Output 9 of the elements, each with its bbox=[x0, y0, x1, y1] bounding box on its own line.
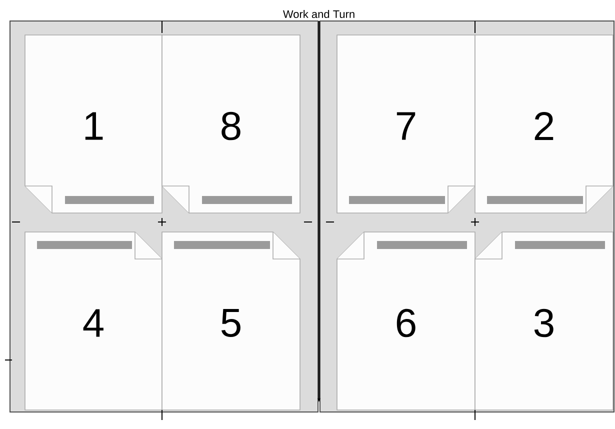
title: Work and Turn bbox=[282, 10, 354, 18]
page: 6 bbox=[336, 232, 476, 410]
page: 1 bbox=[24, 34, 162, 214]
page: 4 bbox=[24, 232, 162, 410]
page: 3 bbox=[474, 232, 614, 410]
page: 8 bbox=[162, 34, 300, 214]
page: 2 bbox=[474, 34, 614, 214]
page: 7 bbox=[336, 34, 476, 214]
page: 5 bbox=[162, 232, 300, 410]
